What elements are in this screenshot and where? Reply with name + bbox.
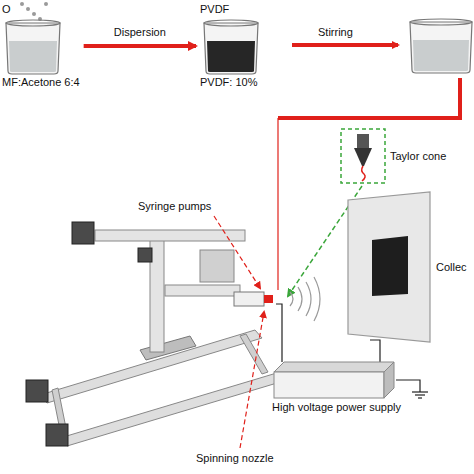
collector-plate: [348, 192, 430, 342]
rail: [60, 372, 287, 446]
collector-node: Collec: [346, 190, 467, 345]
beaker-body: [6, 23, 60, 74]
beaker-liquid: [9, 41, 57, 72]
carriage: [140, 336, 196, 360]
process-arrow: [84, 44, 196, 48]
ground-bar: [415, 394, 425, 395]
arm: [95, 230, 245, 241]
wave: [298, 287, 302, 311]
node-shape: [2, 17, 64, 75]
jet: [362, 166, 365, 181]
beaker-liquid: [207, 41, 255, 72]
arm: [165, 285, 240, 296]
beaker-rim: [410, 19, 472, 25]
beaker-body: [204, 23, 258, 74]
particle: [20, 2, 24, 6]
particle: [26, 7, 30, 11]
node-text: High voltage power supply: [272, 401, 401, 414]
callout-label: Syringe pumps: [138, 200, 211, 213]
needle-holder: [357, 134, 369, 148]
supply-side: [384, 362, 394, 398]
collector-square: [372, 236, 408, 296]
callout-label: Spinning nozzle: [196, 452, 274, 465]
leader-line: [214, 216, 260, 288]
ground-bar: [418, 397, 422, 398]
ground-symbol: [412, 392, 428, 398]
beaker-rim: [6, 20, 60, 26]
zoom-box: [341, 129, 385, 183]
beaker-node: PVDF PVDF: 10%: [200, 2, 262, 90]
jet-waves: [290, 277, 320, 321]
particles: [20, 2, 48, 21]
node-text: PVDF: [200, 3, 229, 16]
power-supply-node: High voltage power supply: [272, 360, 401, 415]
node-shape: [272, 360, 396, 400]
node-text: Collec: [436, 261, 467, 274]
node-shape: [340, 128, 386, 184]
wire: [370, 340, 380, 362]
stepper-motor: [138, 248, 152, 262]
stirring-arrow: [292, 43, 398, 47]
particle: [32, 12, 36, 16]
nozzle: [264, 295, 273, 303]
node-text: O: [2, 3, 11, 16]
leader-line: [240, 312, 264, 448]
beaker-node: O MF:Acetone 6:4: [2, 2, 80, 90]
particle: [44, 2, 48, 6]
beaker: [410, 19, 472, 73]
supply-front: [274, 372, 384, 398]
supply-top: [274, 362, 394, 372]
beaker-rim: [204, 20, 258, 26]
wire: [276, 304, 282, 362]
wave: [306, 282, 311, 316]
feed-line: [278, 78, 460, 118]
syringe: [234, 292, 264, 306]
wave: [314, 277, 320, 321]
node-text: Taylor cone: [390, 150, 446, 163]
callout-label: Stirring: [318, 26, 353, 39]
stepper-motor: [72, 222, 94, 244]
stepper-motor: [46, 424, 68, 446]
node-text: PVDF: 10%: [200, 76, 257, 89]
taylor-cone-node: Taylor cone: [340, 128, 446, 184]
ground-wire: [396, 380, 420, 392]
pump-block: [200, 250, 234, 282]
beaker-liquid: [413, 40, 469, 71]
node-shape: [200, 17, 262, 75]
edge-label: Dispersion: [112, 26, 168, 39]
cone: [354, 148, 372, 166]
wave: [290, 292, 293, 306]
feed-line: [277, 118, 278, 290]
node-shape: [346, 190, 432, 345]
stepper-motor: [26, 380, 48, 402]
node-text: MF:Acetone 6:4: [2, 76, 80, 89]
beaker-body: [410, 22, 472, 73]
spinning-machine: [26, 222, 287, 446]
ground-bar: [412, 391, 428, 392]
